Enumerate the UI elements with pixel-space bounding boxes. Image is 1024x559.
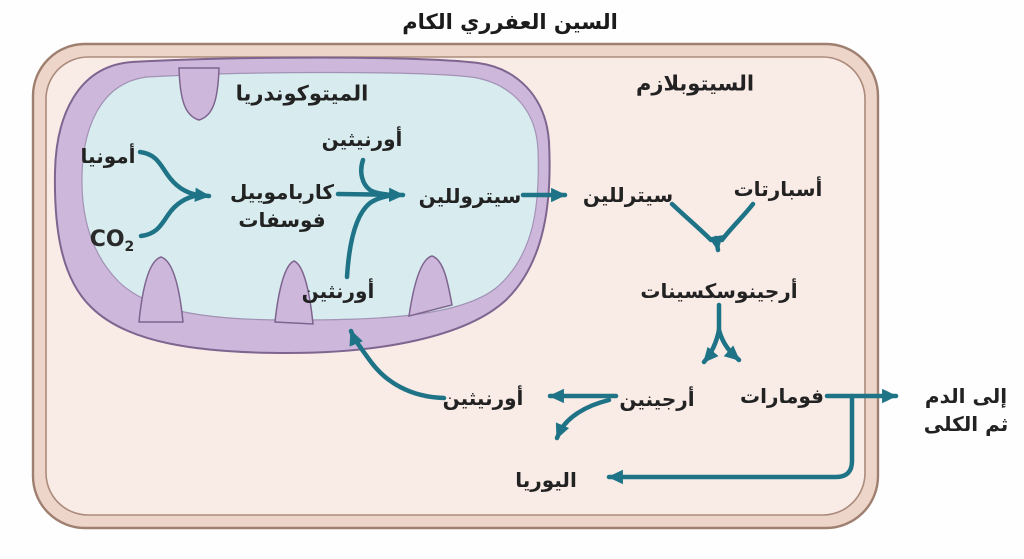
crista-bottom-middle: [274, 260, 314, 325]
arrow-ornithine-mito-join: [344, 192, 398, 280]
carbamoyl-line2: فوسفات: [238, 208, 326, 232]
to-blood-line2: ثم الكلى: [923, 412, 1009, 436]
arrow-to-argininosuccinate: [708, 235, 723, 253]
label-ammonia: أمونيا: [80, 144, 136, 168]
carbamoyl-line1: كارباموييل: [229, 180, 335, 204]
label-arginine: أرجينين: [619, 387, 695, 411]
arrow-arginine-to-urea: [554, 397, 612, 441]
arrow-co2-join: [138, 192, 202, 239]
label-ornithine-cytoplasm: أورنيثين: [442, 386, 524, 410]
crista-bottom-left: [138, 256, 184, 323]
arrow-citrulline-join: [669, 201, 714, 243]
label-citrulline-cytoplasm: سيترللين: [582, 183, 674, 207]
co2-subscript: 2: [124, 238, 135, 255]
arrow-ornithine-return: [348, 328, 447, 401]
label-carbamoyl-phosphate: كارباموييل فوسفات: [230, 178, 334, 234]
arrow-ammonia-to-carbamoyl: [137, 149, 212, 202]
crista-bottom-right: [408, 255, 453, 318]
arrow-branch-to-urea: [606, 393, 855, 485]
arrow-to-fumarate: [716, 327, 742, 363]
label-cytoplasm: السيتوبلازم: [635, 71, 755, 96]
to-blood-line1: إلى الدم: [924, 384, 1008, 408]
mitochondrion-cristae: [138, 67, 453, 325]
mitochondrion-matrix: [81, 71, 539, 321]
label-co2: CO2: [90, 226, 135, 256]
label-aspartate: أسبارتات: [733, 177, 823, 201]
reaction-arrows: [137, 149, 899, 485]
arrow-aspartate-join: [719, 201, 756, 243]
label-to-blood-kidney: إلى الدم ثم الكلى: [924, 382, 1009, 438]
label-ornithine-mitochondria: أورنثين: [301, 279, 375, 303]
label-urea: اليوريا: [515, 468, 577, 492]
co2-text: CO: [89, 226, 125, 252]
crista-top: [178, 67, 220, 121]
label-fumarate: فومارات: [740, 384, 824, 408]
label-citrulline-mitochondria: سيتروللين: [418, 184, 522, 208]
label-argininosuccinate: أرجينوسكسينات: [640, 279, 798, 303]
diagram-title: السين العفرري الكام: [402, 10, 618, 34]
label-ornithine-top: أورنيثين: [321, 127, 403, 151]
label-mitochondria: الميتوكوندريا: [235, 81, 369, 106]
